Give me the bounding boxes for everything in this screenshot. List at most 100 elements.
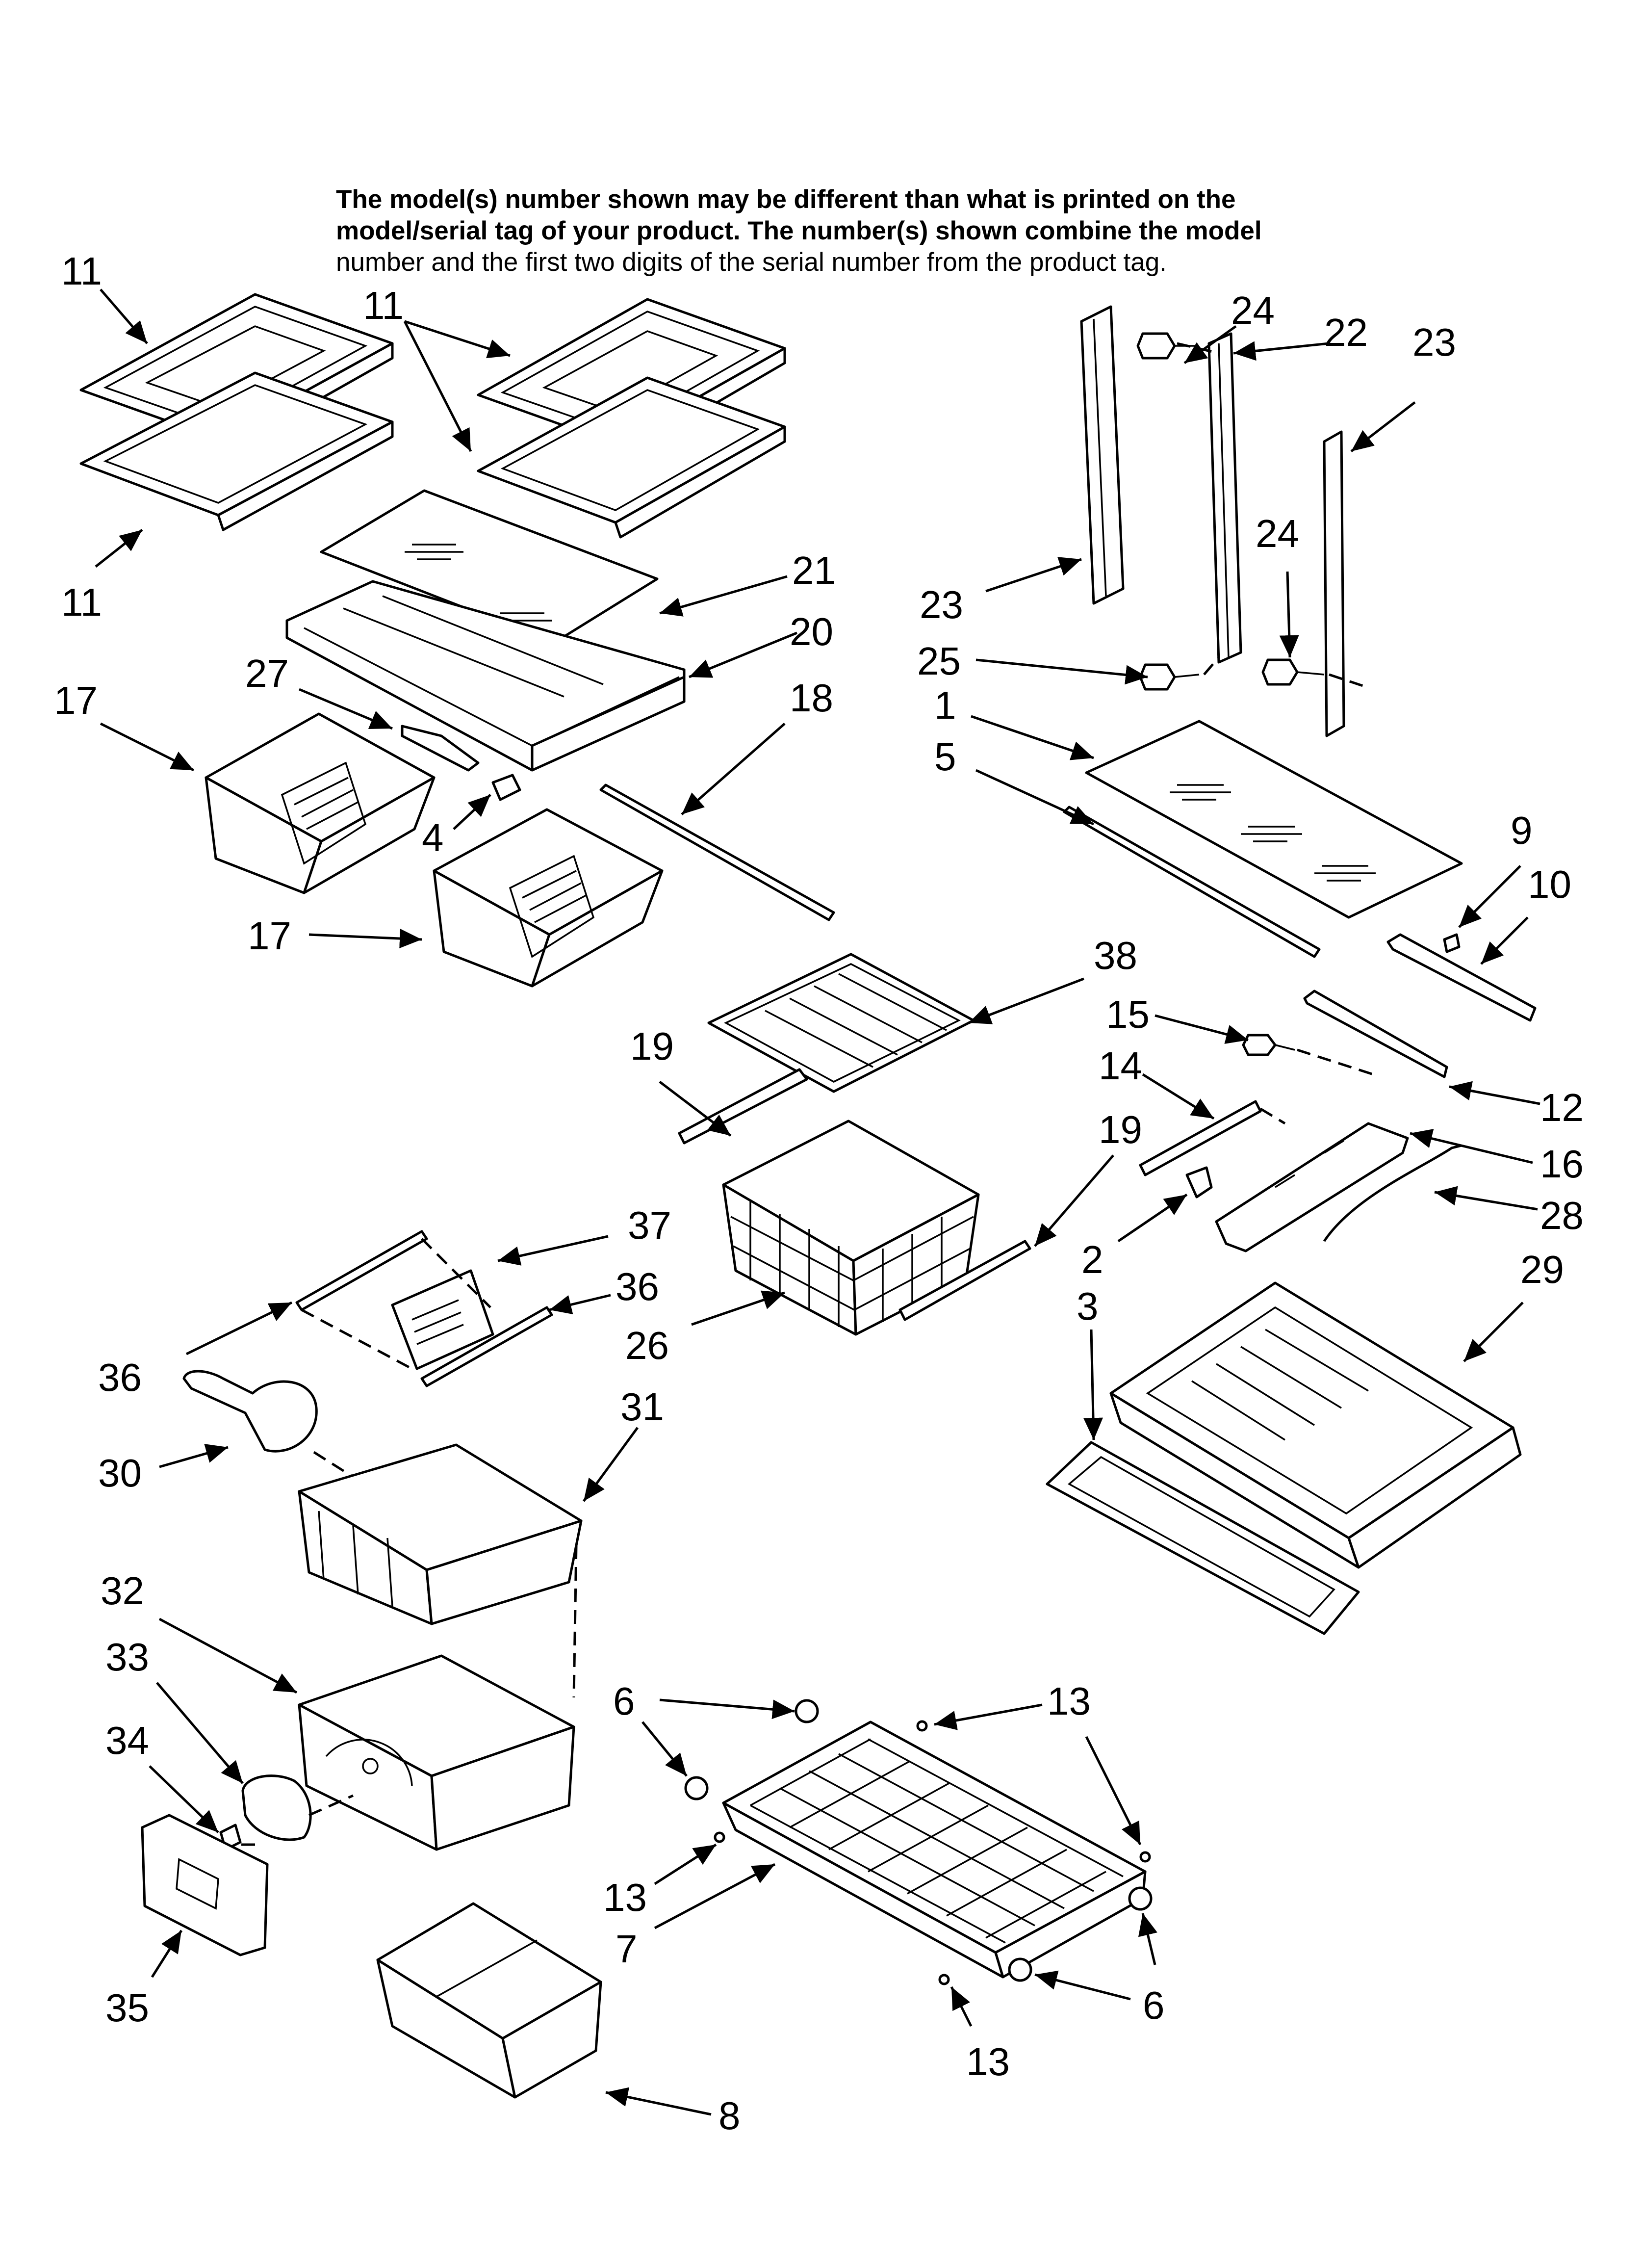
- crisper-drawer-right: [433, 808, 664, 988]
- callout-labels: 11 11 11 24 22 23 24 23 21 20 25 27 17 1…: [54, 249, 1584, 2138]
- rail-center: [1207, 332, 1242, 664]
- ice-bin-divider: [391, 1269, 494, 1370]
- callout-label: 6: [1143, 1983, 1165, 2027]
- divider-clip: [401, 725, 480, 772]
- callout-label: 11: [363, 284, 404, 327]
- callout-label: 4: [422, 816, 444, 860]
- crisper-cover: [1046, 1441, 1360, 1635]
- callout-label: 17: [248, 914, 291, 958]
- wheel-left: [684, 1776, 709, 1800]
- callout-label: 16: [1540, 1142, 1584, 1186]
- crisper-tray: [1109, 1281, 1522, 1569]
- callout-label: 34: [105, 1719, 149, 1762]
- screw-basket-left: [714, 1831, 725, 1843]
- callout-label: 23: [1412, 320, 1456, 364]
- screw-basket-upper: [916, 1720, 928, 1732]
- callout-label: 19: [1099, 1108, 1142, 1151]
- callout-label: 29: [1520, 1248, 1564, 1291]
- freezer-bin: [376, 1902, 602, 2099]
- callout-label: 6: [613, 1679, 635, 1723]
- note-line-3: number and the first two digits of the s…: [336, 248, 1167, 277]
- callout-label: 24: [1231, 288, 1275, 332]
- callout-label: 3: [1077, 1284, 1099, 1328]
- screw-path: [1259, 1048, 1374, 1125]
- callout-label: 5: [934, 735, 956, 779]
- model-number-note: The model(s) number shown may be differe…: [336, 184, 1513, 278]
- callout-label: 13: [1047, 1679, 1091, 1723]
- slide-rail-lower: [1303, 990, 1448, 1078]
- screw-lower-right: [1261, 658, 1325, 686]
- glass-shelf: [1085, 720, 1463, 919]
- screw-basket-lower: [938, 1974, 950, 1985]
- slide-bracket: [1215, 1122, 1409, 1252]
- callout-label: 30: [98, 1451, 142, 1495]
- callout-label: 2: [1081, 1238, 1103, 1281]
- callout-label: 1: [934, 683, 956, 727]
- slide-rail-upper: [1386, 933, 1537, 1022]
- callout-label: 14: [1099, 1044, 1142, 1088]
- divider-rail-lower: [420, 1306, 553, 1387]
- callout-label: 31: [620, 1385, 664, 1429]
- callout-label: 20: [790, 610, 833, 653]
- slide-clip: [1443, 933, 1461, 953]
- callout-label: 12: [1540, 1086, 1584, 1129]
- auger-plate: [241, 1774, 312, 1841]
- screw-basket-right: [1139, 1851, 1151, 1863]
- divider-rail-upper: [295, 1230, 428, 1311]
- wheel-lower-right: [1008, 1957, 1032, 1982]
- callout-label: 26: [625, 1324, 669, 1367]
- shelf-frame-right-lower: [477, 376, 786, 539]
- callout-label: 21: [792, 548, 836, 592]
- note-line-2: model/serial tag of your product. The nu…: [336, 216, 1262, 245]
- callout-label: 22: [1324, 311, 1368, 354]
- wheel-upper-left: [795, 1699, 819, 1723]
- callout-label: 19: [630, 1024, 674, 1068]
- slide-screw: [1242, 1034, 1295, 1056]
- callout-label: 36: [616, 1265, 659, 1308]
- crisper-seal-strip: [599, 783, 835, 921]
- hinge-clip: [491, 774, 521, 801]
- ice-bin-housing: [298, 1654, 575, 1851]
- ice-scoop: [182, 1370, 318, 1453]
- callout-label: 36: [98, 1356, 142, 1399]
- wire-handle: [1323, 1144, 1462, 1242]
- crisper-drawer-left: [205, 712, 436, 894]
- callout-label: 35: [105, 1986, 149, 2030]
- rail-left: [1080, 305, 1125, 605]
- callout-label: 23: [920, 583, 963, 626]
- callout-label: 15: [1106, 992, 1150, 1036]
- callout-label: 28: [1540, 1194, 1584, 1237]
- leader-lines: [95, 288, 1540, 2116]
- slide-clip-small: [1185, 1166, 1213, 1199]
- callout-label: 7: [616, 1927, 638, 1971]
- rail-right: [1323, 430, 1345, 737]
- glass-shelf-trim: [1063, 806, 1321, 958]
- wire-basket: [722, 1120, 980, 1336]
- callout-label: 17: [54, 678, 98, 722]
- screw-lower-center: [1139, 663, 1200, 691]
- callout-label: 18: [790, 676, 833, 720]
- callout-label: 38: [1094, 934, 1137, 977]
- callout-label: 27: [245, 652, 289, 695]
- callout-label: 13: [966, 2040, 1010, 2084]
- callout-label: 33: [105, 1635, 149, 1679]
- shelf-frame-left-lower: [79, 371, 394, 531]
- callout-label: 8: [718, 2094, 741, 2138]
- slide-stop: [1139, 1100, 1262, 1176]
- callout-label: 25: [917, 639, 961, 683]
- note-line-1: The model(s) number shown may be differe…: [336, 185, 1236, 214]
- callout-label: 24: [1256, 512, 1299, 555]
- wheel-right: [1128, 1886, 1153, 1911]
- basket-runner-right: [898, 1240, 1031, 1321]
- callout-label: 13: [603, 1876, 647, 1919]
- dispenser-cover: [141, 1814, 269, 1956]
- callout-label: 9: [1511, 808, 1533, 852]
- callout-label: 11: [61, 249, 102, 293]
- callout-label: 37: [628, 1203, 671, 1247]
- ice-bin: [298, 1443, 583, 1625]
- crisper-cover-frame: [285, 580, 686, 772]
- freezer-basket: [722, 1721, 1147, 1979]
- freezer-tray: [707, 953, 975, 1093]
- callout-label: 32: [101, 1569, 144, 1613]
